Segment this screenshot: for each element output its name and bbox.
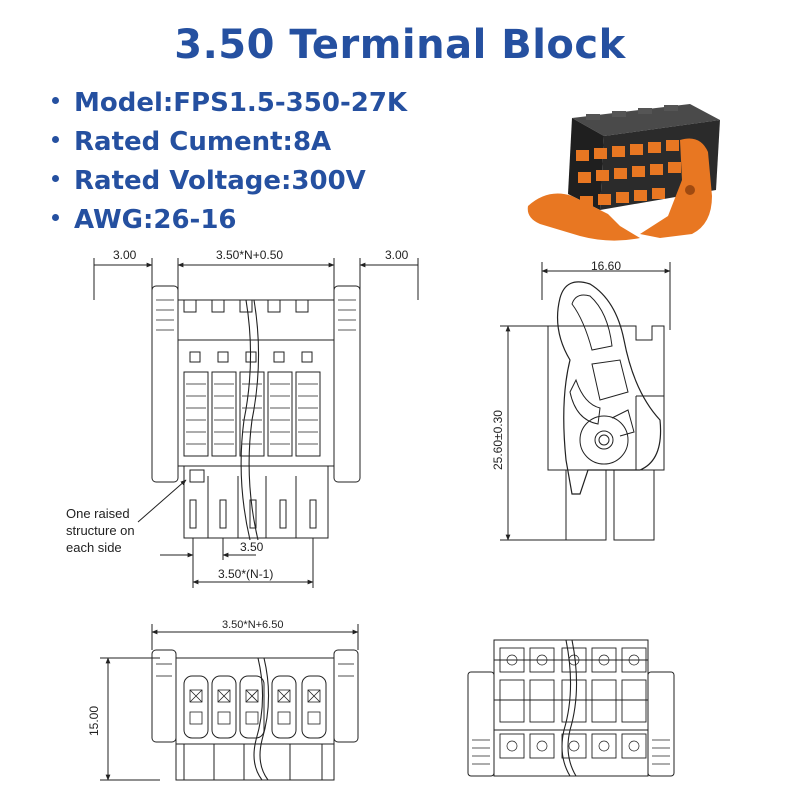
product-photo — [527, 104, 720, 241]
bullet-icon — [52, 136, 59, 143]
dim-top-height: 15.00 — [87, 706, 101, 736]
spec-model: Model:FPS1.5-350-27K — [52, 84, 407, 123]
bullet-icon — [52, 214, 59, 221]
dim-front-left: 3.00 — [113, 248, 137, 262]
spec-list: Model:FPS1.5-350-27K Rated Cument:8A Rat… — [52, 84, 407, 240]
dim-pitch-total: 3.50*(N-1) — [218, 567, 273, 581]
bullet-icon — [52, 97, 59, 104]
note-line-3: each side — [66, 540, 122, 555]
bottom-view — [467, 639, 675, 777]
page-title: 3.50 Terminal Block — [174, 22, 626, 68]
dim-top-width: 3.50*N+6.50 — [222, 619, 283, 631]
side-view — [500, 262, 671, 541]
note-line-2: structure on — [66, 523, 135, 538]
bullet-icon — [52, 175, 59, 182]
top-view — [100, 624, 359, 781]
note-line-1: One raised — [66, 506, 130, 521]
dim-front-right: 3.00 — [385, 248, 409, 262]
dim-side-width: 16.60 — [591, 259, 621, 273]
dim-pitch: 3.50 — [240, 540, 264, 554]
dim-front-width: 3.50*N+0.50 — [216, 248, 283, 262]
spec-voltage: Rated Voltage:300V — [52, 162, 407, 201]
front-view — [93, 258, 419, 588]
spec-awg: AWG:26-16 — [52, 201, 407, 240]
spec-current: Rated Cument:8A — [52, 123, 407, 162]
dim-side-height: 25.60±0.30 — [491, 410, 505, 470]
